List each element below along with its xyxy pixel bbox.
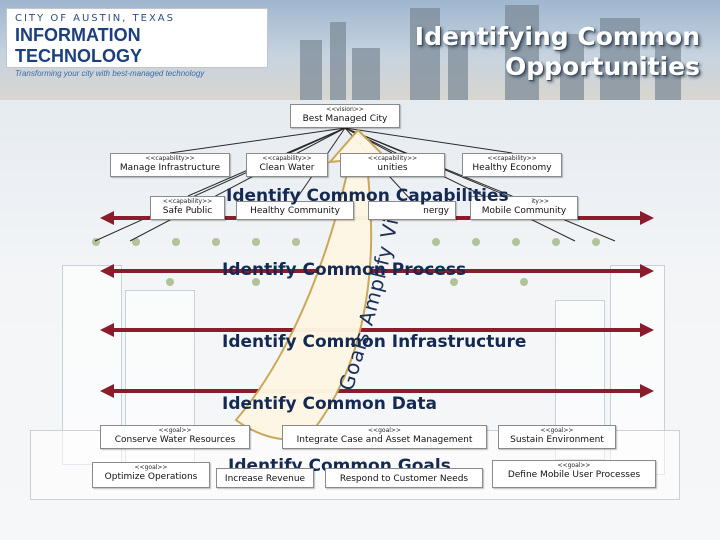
band-label-infrastructure: Identify Common Infrastructure	[222, 332, 527, 352]
capability-stereotype: <<capability>>	[262, 155, 312, 162]
connector-line	[344, 127, 576, 242]
title-line-1: Identifying Common	[414, 22, 700, 51]
goal-name: Integrate Case and Asset Management	[296, 435, 473, 445]
process-band-arrow	[112, 269, 642, 273]
arrowhead-left	[100, 323, 114, 337]
goal-box: <<goal>> Sustain Environment	[498, 425, 616, 449]
background-node	[212, 238, 220, 246]
capability-box: nergy	[368, 201, 456, 220]
capability-box: <<capability>> Healthy Economy	[462, 153, 562, 177]
background-node	[520, 278, 528, 286]
arrowhead-right	[640, 323, 654, 337]
capability-name: Safe Public	[162, 206, 213, 216]
connector-line	[129, 127, 346, 242]
skyline-building	[560, 34, 584, 100]
capability-box: <<capability>> Safe Public	[150, 196, 225, 220]
goal-stereotype: <<goal>>	[557, 462, 591, 469]
capability-box: <<capability>> Clean Water	[246, 153, 328, 177]
header-banner: CITY OF AUSTIN, TEXAS INFORMATION TECHNO…	[0, 0, 720, 100]
background-node	[166, 278, 174, 286]
arrowhead-left	[100, 211, 114, 225]
background-node	[252, 238, 260, 246]
capability-stereotype: <<capability>>	[162, 198, 213, 205]
capability-name: Manage Infrastructure	[119, 163, 221, 173]
capability-box: <<capability>> Manage Infrastructure	[110, 153, 230, 177]
goal-box: Increase Revenue	[216, 468, 314, 488]
capability-name: Healthy Economy	[472, 163, 552, 173]
background-node	[450, 278, 458, 286]
capability-stereotype: <<capability>>	[145, 155, 195, 162]
data-band-arrow	[112, 389, 642, 393]
goal-stereotype: <<goal>>	[134, 464, 168, 471]
arrowhead-right	[640, 384, 654, 398]
skyline-building	[655, 42, 681, 100]
slide-title: Identifying Common Opportunities	[300, 22, 700, 82]
band-label-data: Identify Common Data	[222, 394, 437, 414]
title-line-2: Opportunities	[504, 52, 700, 81]
goal-box: <<goal>> Conserve Water Resources	[100, 425, 250, 449]
goal-name: Respond to Customer Needs	[339, 474, 469, 484]
band-label-capabilities: Identify Common Capabilities	[226, 186, 509, 206]
background-node	[472, 238, 480, 246]
goal-name: Define Mobile User Processes	[507, 470, 641, 480]
capability-stereotype: <<capability>>	[487, 155, 537, 162]
vision-stereotype: <<vision>>	[326, 106, 364, 113]
logo-city-text: CITY OF AUSTIN, TEXAS	[15, 13, 175, 24]
capability-box: Healthy Community	[236, 201, 354, 220]
background-node	[592, 238, 600, 246]
connector-line	[344, 127, 513, 154]
capability-name: nergy	[423, 206, 449, 216]
goal-stereotype: <<goal>>	[158, 427, 192, 434]
skyline-building	[505, 5, 539, 100]
goal-name: Sustain Environment	[510, 435, 604, 445]
band-label-process: Identify Common Process	[222, 260, 467, 280]
goal-box: <<goal>> Define Mobile User Processes	[492, 460, 656, 488]
goal-stereotype: <<goal>>	[540, 427, 574, 434]
capability-stereotype: <<capability>>	[367, 155, 418, 162]
capability-stereotype: ity>>	[531, 198, 549, 205]
capability-name: Clean Water	[259, 163, 315, 173]
skyline-building	[448, 30, 468, 100]
connector-line	[344, 127, 616, 242]
vision-name: Best Managed City	[302, 114, 388, 124]
arrowhead-right	[640, 264, 654, 278]
background-node	[172, 238, 180, 246]
connector-line	[94, 127, 346, 242]
capability-box: ity>> Mobile Community	[470, 196, 578, 220]
goal-name: Conserve Water Resources	[114, 435, 236, 445]
background-node	[552, 238, 560, 246]
background-node	[512, 238, 520, 246]
arrowhead-left	[100, 264, 114, 278]
goal-stereotype: <<goal>>	[368, 427, 401, 434]
capability-name: Healthy Community	[250, 206, 340, 216]
background-node	[432, 238, 440, 246]
skyline-building	[410, 8, 440, 100]
goal-name: Increase Revenue	[224, 474, 306, 484]
capability-box: <<capability>> unities	[340, 153, 445, 177]
capability-name: unities	[377, 163, 408, 173]
goal-box: <<goal>> Optimize Operations	[92, 462, 210, 488]
skyline-building	[300, 40, 322, 100]
logo-name-text: INFORMATION TECHNOLOGY	[15, 25, 143, 66]
goal-box: Respond to Customer Needs	[325, 468, 483, 488]
goal-box: <<goal>> Integrate Case and Asset Manage…	[282, 425, 487, 449]
background-node	[292, 238, 300, 246]
infrastructure-band-arrow	[112, 328, 642, 332]
vision-box: <<vision>> Best Managed City	[290, 104, 400, 128]
city-logo: CITY OF AUSTIN, TEXAS INFORMATION TECHNO…	[6, 8, 268, 78]
background-node	[92, 238, 100, 246]
background-node	[252, 278, 260, 286]
connector-line	[169, 127, 346, 154]
skyline-building	[600, 18, 640, 100]
arrowhead-left	[100, 384, 114, 398]
arrowhead-right	[640, 211, 654, 225]
background-node	[132, 238, 140, 246]
skyline-building	[352, 48, 380, 100]
skyline-building	[330, 22, 346, 100]
logo-tagline: Transforming your city with best-managed…	[15, 69, 205, 78]
goal-name: Optimize Operations	[104, 472, 198, 482]
capability-name: Mobile Community	[481, 206, 567, 216]
